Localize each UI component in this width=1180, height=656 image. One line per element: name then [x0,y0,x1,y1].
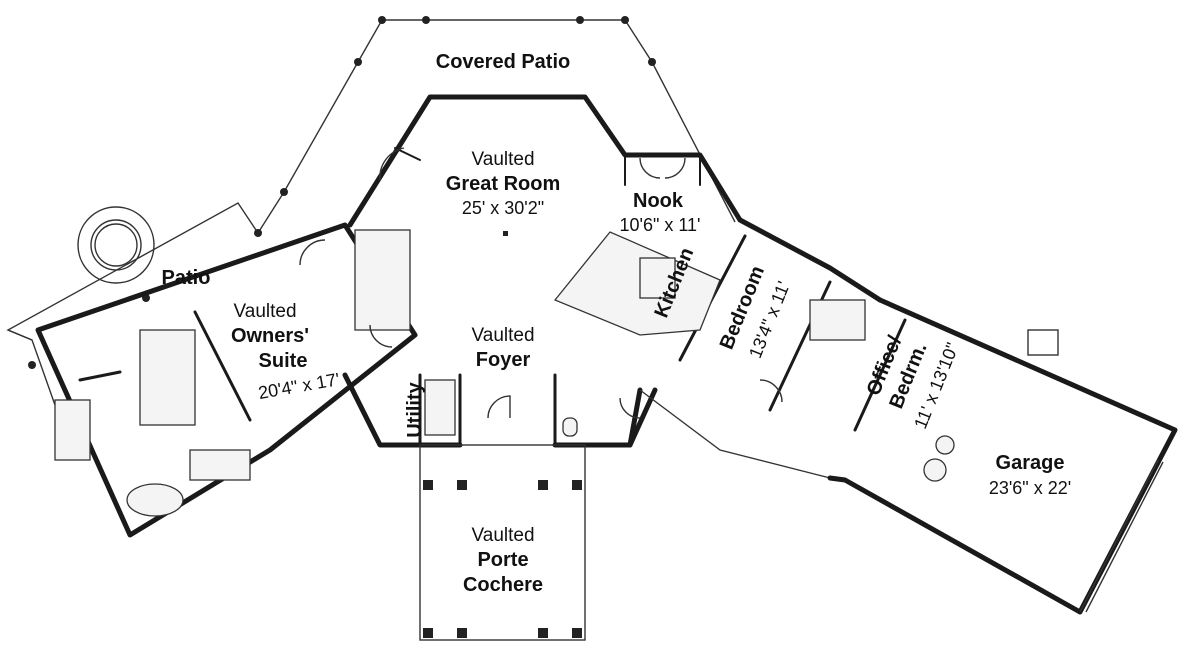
porte-cochere-post [538,480,548,490]
patio-post [378,16,386,24]
garage-walls [827,297,1178,615]
water-heater [923,458,947,482]
great-room-prefix: Vaulted [471,149,534,170]
porte-cochere-post [538,628,548,638]
utility-label: Utility [404,381,426,437]
garage-dims: 23'6" x 22' [989,478,1071,498]
porte-cochere-post [423,480,433,490]
porte-cochere-post [423,628,433,638]
nook-label: Nook [633,190,684,212]
porte-cochere-post [457,628,467,638]
bathtub [126,483,184,517]
kitchen-island [639,257,676,299]
patio-post [621,16,629,24]
owners-suite-walls [35,222,418,538]
great-room-marker [503,231,508,236]
patio-post [28,361,36,369]
water-heater [935,435,955,455]
door-swing [369,324,393,348]
great-room-dims: 25' x 30'2" [462,198,544,218]
kitchen-counter [553,231,721,336]
door-swing [619,397,641,419]
patio-post [422,16,430,24]
owners-suite-prefix: Vaulted [233,301,296,322]
owners-suite-label-1: Owners' [231,325,309,347]
great-room-walls [347,94,743,228]
patio-post [648,58,656,66]
vanity [54,399,91,461]
garage-label: Garage [996,452,1065,474]
foyer-walls [342,372,658,448]
foyer-prefix: Vaulted [471,325,534,346]
covered-patio-label: Covered Patio [436,51,570,73]
patio-post [254,229,262,237]
patio-post [576,16,584,24]
door-swing [379,147,405,181]
garage-entry-step [1027,329,1059,356]
closet-shelving [189,449,251,481]
owners-suite-label-2: Suite [259,350,308,372]
porte-cochere-label-2: Cochere [463,574,543,596]
porte-cochere-post [572,628,582,638]
porte-cochere-post [457,480,467,490]
porte-cochere-label-1: Porte [477,549,528,571]
foyer-label: Foyer [476,349,531,371]
hot-tub [77,206,155,284]
closet [809,299,866,341]
fireplace [354,229,411,331]
door-swing [759,379,783,403]
toilet [562,417,578,437]
porte-cochere-outline [419,444,586,641]
covered-patio-outline [6,16,736,406]
porte-cochere-prefix: Vaulted [471,525,534,546]
owners-suite-dims: 20'4" x 17' [257,369,342,403]
great-room-label: Great Room [446,173,560,195]
porte-cochere-post [572,480,582,490]
door-swing [639,157,661,179]
front-door-swing [487,395,511,419]
patio-label: Patio [162,267,211,289]
door-swing [299,239,326,266]
washer-dryer [424,379,456,436]
patio-post [280,188,288,196]
door-swing [664,157,686,179]
nook-dims: 10'6" x 11' [620,215,701,235]
patio-post [354,58,362,66]
shower [139,329,196,426]
